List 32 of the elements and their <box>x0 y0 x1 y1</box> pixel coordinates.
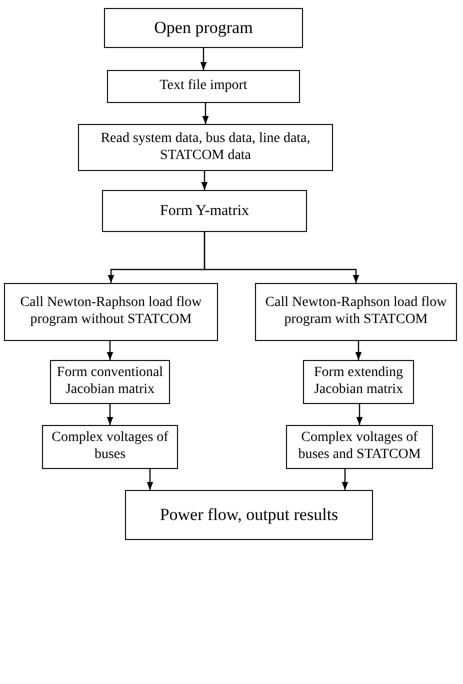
process-box <box>50 360 170 404</box>
process-box <box>102 190 307 232</box>
box-text: Read system data, bus data, line data, STATCOM data <box>100 130 312 164</box>
process-box <box>42 425 178 469</box>
arrow <box>355 341 362 360</box>
box-text: Form Y-matrix <box>158 202 250 220</box>
box-text: Form conventional Jacobian matrix <box>56 365 164 399</box>
box-text: Call Newton-Raphson load flow program without STATCOM <box>19 295 203 329</box>
process-box <box>78 124 333 171</box>
arrow <box>201 171 208 190</box>
box-text: Complex voltages of buses and STATCOM <box>297 430 422 464</box>
box-text: Text file import <box>158 78 248 95</box>
box-text: Complex voltages of buses <box>50 430 170 464</box>
process-box <box>104 8 303 48</box>
arrow <box>106 404 114 425</box>
arrow <box>106 341 114 360</box>
box-text: Form extending Jacobian matrix <box>312 365 404 399</box>
process-box <box>4 283 218 341</box>
arrow <box>204 232 360 283</box>
box-text: Call Newton-Raphson load flow program with STATCOM <box>264 295 448 329</box>
arrow <box>202 103 209 124</box>
process-box <box>303 360 414 404</box>
process-box <box>286 425 433 469</box>
arrow <box>146 469 154 490</box>
box-text: Power flow, output results <box>158 504 340 526</box>
arrow <box>356 404 363 425</box>
process-box <box>125 490 373 540</box>
arrow <box>342 469 348 490</box>
process-box <box>255 283 457 341</box>
arrow <box>200 48 207 70</box>
box-text: Open program <box>153 18 254 38</box>
process-box <box>107 70 300 103</box>
